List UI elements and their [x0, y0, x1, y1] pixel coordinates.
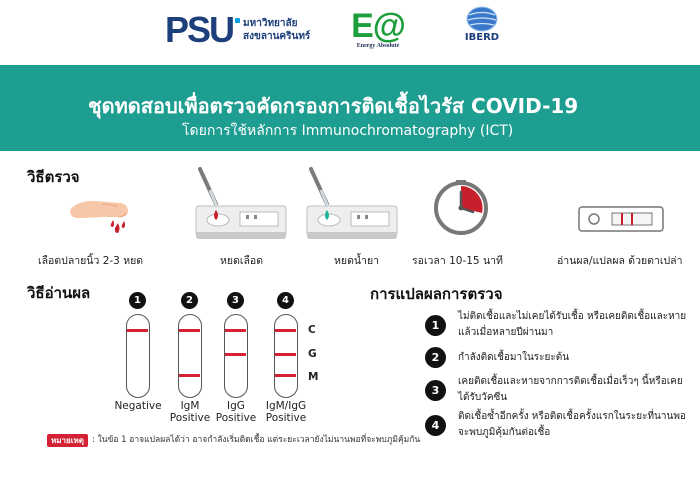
interpretation-text-2: กำลังติดเชื้อมาในระยะต้น — [458, 352, 570, 363]
strip-label-igg: IgG Positive — [215, 400, 257, 424]
interpretation-number-3: 3 — [425, 380, 446, 401]
dropper-reagent-icon — [306, 167, 398, 239]
band-g — [275, 353, 296, 356]
band-m — [275, 374, 296, 377]
step-label-read-result: อ่านผล/แปลผล ด้วยตาเปล่า — [557, 255, 683, 267]
interpretation-number-4: 4 — [425, 415, 446, 436]
band-m — [179, 374, 200, 377]
psu-logo-mark: PSU — [165, 9, 235, 50]
iberd-logo-text: IBERD — [464, 32, 500, 43]
logo-strip: PSU มหาวิทยาลัย สงขลานครินทร์ E@ Energy … — [0, 0, 700, 62]
band-label-m: M — [308, 371, 319, 383]
step-label-wait-time: รอเวลา 10-15 นาที — [412, 255, 503, 267]
strip-label-negative: Negative — [114, 400, 162, 412]
step-label-drop-blood: หยดเลือด — [220, 255, 264, 267]
band-label-c: C — [308, 324, 316, 336]
note-text: : ในข้อ 1 อาจแปลผลได้ว่า อาจกำลังเริ่มติ… — [92, 435, 421, 445]
psu-logo: PSU มหาวิทยาลัย สงขลานครินทร์ — [165, 12, 310, 48]
psu-logo-dot — [235, 18, 241, 23]
step-label-drop-reagent: หยดน้ำยา — [334, 255, 380, 267]
iberd-logo: IBERD — [452, 6, 512, 43]
test-strip-igm — [178, 314, 202, 398]
band-c — [225, 329, 246, 332]
strip-number-3: 3 — [227, 292, 244, 309]
strip-number-2: 2 — [181, 292, 198, 309]
globe-icon — [466, 6, 498, 32]
band-g — [225, 353, 246, 356]
ea-logo: E@ Energy Absolute — [345, 9, 411, 49]
note-badge: หมายเหตุ — [47, 434, 88, 447]
strip-label-igm-igg: IgM/IgG Positive — [265, 400, 307, 424]
interpretation-text-3: เคยติดเชื้อและหายจากการติดเชื้อเมื่อเร็ว… — [458, 376, 683, 403]
test-method-heading: วิธีตรวจ — [27, 168, 80, 186]
strip-label-igm: IgM Positive — [169, 400, 211, 424]
psu-logo-text: มหาวิทยาลัย สงขลานครินทร์ — [243, 18, 311, 42]
strip-number-1: 1 — [129, 292, 146, 309]
band-label-g: G — [308, 348, 317, 360]
read-method-heading: วิธีอ่านผล — [27, 284, 91, 302]
test-strip-negative — [126, 314, 150, 398]
step-label-blood-sample: เลือดปลายนิ้ว 2-3 หยด — [38, 255, 144, 267]
title-banner: ชุดทดสอบเพื่อตรวจคัดกรองการติดเชื้อไวรัส… — [0, 65, 700, 151]
band-c — [179, 329, 200, 332]
page-title: ชุดทดสอบเพื่อตรวจคัดกรองการติดเชื้อไวรัส… — [88, 94, 579, 118]
ea-logo-mark: E@ — [351, 7, 406, 45]
strip-number-4: 4 — [277, 292, 294, 309]
dropper-blood-icon — [195, 167, 287, 239]
interpretation-text-4: ติดเชื้อซ้ำอีกครั้ง หรือติดเชื้อครั้งแรก… — [458, 411, 686, 438]
test-strip-igg — [224, 314, 248, 398]
band-c — [127, 329, 148, 332]
interpretation-number-1: 1 — [425, 315, 446, 336]
test-cassette-icon — [578, 206, 664, 232]
page-subtitle: โดยการใช้หลักการ Immunochromatography (I… — [182, 123, 514, 139]
finger-blood-icon — [70, 200, 128, 233]
interpretation-heading: การแปลผลการตรวจ — [370, 285, 503, 303]
clock-icon — [434, 180, 488, 235]
ea-logo-subtitle: Energy Absolute — [356, 43, 400, 49]
interpretation-text-1: ไม่ติดเชื้อและไม่เคยได้รับเชื้อ หรือเคยต… — [458, 311, 687, 338]
band-c — [275, 329, 296, 332]
test-strip-igm-igg — [274, 314, 298, 398]
interpretation-number-2: 2 — [425, 347, 446, 368]
